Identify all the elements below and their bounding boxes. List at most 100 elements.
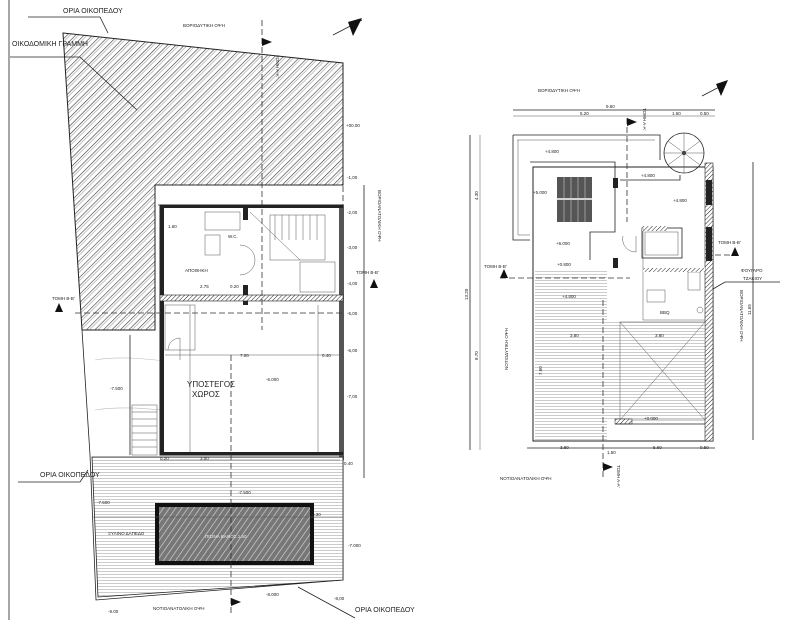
svg-text:-2,00: -2,00 [347, 210, 358, 215]
svg-text:-6.000: -6.000 [266, 377, 279, 382]
svg-text:-7.500: -7.500 [97, 500, 110, 505]
svg-text:8.70: 8.70 [474, 351, 479, 360]
level-markers: -6.000 -7.500 -7.500 -7.500 -7.000 -8.00… [97, 377, 361, 597]
chimney-label: ΦΟΥΓΑΡΟ [741, 268, 763, 273]
level-markers: +4.800 +5.000 +6.000 +4.800 +4.800 +0.80… [533, 149, 687, 421]
svg-text:0.20: 0.20 [230, 284, 239, 289]
door-swing [239, 244, 256, 276]
northwest-view-label: ΒΟΡΙΟΔΥΤΙΚΗ ΟΨΗ [183, 23, 225, 28]
svg-text:1.60: 1.60 [168, 224, 177, 229]
northwest-view-label: ΒΟΡΙΟΔΥΤΙΚΗ ΟΨΗ [538, 88, 580, 93]
section-arrow-icon [603, 463, 613, 471]
svg-text:-3,00: -3,00 [347, 245, 358, 250]
building-footprint [159, 204, 344, 456]
swimming-pool [155, 503, 314, 565]
svg-text:1.60: 1.60 [672, 111, 681, 116]
southeast-view-label: ΝΟΤΙΟΑΝΑΤΟΛΙΚΗ ΟΨΗ [500, 476, 551, 481]
chimney-wall [704, 162, 714, 442]
wall-west [160, 205, 164, 455]
section-arrow-icon [262, 38, 272, 46]
section-arrow-icon [231, 598, 241, 606]
svg-text:5.20: 5.20 [580, 111, 589, 116]
upper-floor-plan: ΒΟΡΙΟΔΥΤΙΚΗ ΟΨΗ ΤΟΜΗ Α-Α' ΤΟΜΗ Α-Α' ΤΟΜΗ… [464, 80, 780, 488]
section-arrow-icon [55, 303, 63, 312]
svg-text:3.80: 3.80 [570, 333, 579, 338]
svg-text:0.50: 0.50 [700, 111, 709, 116]
section-arrow-icon [627, 118, 637, 126]
wall-south [160, 452, 343, 455]
deck [535, 270, 607, 440]
plot-limits-label: ΟΡΙΑ ΟΙΚΟΠΕΔΟΥ [40, 472, 100, 479]
northeast-view-label: ΒΟΡΙΟΑΝΑΤΟΛΙΚΗ ΟΨΗ [377, 190, 382, 241]
ground-floor-plan: ΟΡΙΑ ΟΙΚΟΠΕΔΟΥ ΟΙΚΟΔΟΜΙΚΗ ΓΡΑΜΜΗ ΒΟΡΙΟΔΥ… [10, 8, 415, 619]
svg-text:+00.00: +00.00 [346, 123, 360, 128]
svg-text:+4.800: +4.800 [641, 173, 655, 178]
section-aa-label: ΤΟΜΗ Α-Α' [275, 55, 280, 78]
dimension-labels: 1.60 2.75 0.20 7.00 0.40 3.00 0.20 0.30 … [160, 224, 353, 517]
bbq-label: BBQ [660, 310, 670, 315]
building-outline [154, 184, 344, 206]
svg-text:0.30: 0.30 [312, 512, 321, 517]
staircase [249, 211, 326, 261]
svg-text:4.30: 4.30 [474, 191, 479, 200]
spiral-staircase [663, 132, 705, 174]
north-arrow-icon [332, 18, 363, 36]
svg-text:-7.000: -7.000 [348, 543, 361, 548]
svg-text:-8,00: -8,00 [334, 596, 345, 601]
svg-text:+0.800: +0.800 [557, 262, 571, 267]
section-arrow-icon [370, 279, 378, 288]
svg-text:-7.500: -7.500 [110, 386, 123, 391]
northeast-view-label: ΒΟΡΙΟΑΝΑΤΟΛΙΚΗ ΟΨΗ [739, 290, 744, 341]
svg-text:3.80: 3.80 [560, 445, 569, 450]
covered-space-label: ΧΩΡΟΣ [192, 390, 220, 399]
svg-text:+4.800: +4.800 [545, 149, 559, 154]
svg-text:9.60: 9.60 [606, 104, 615, 109]
section-aa-label: ΤΟΜΗ Α-Α' [616, 465, 621, 488]
svg-text:13.20: 13.20 [464, 288, 469, 300]
svg-text:-7.500: -7.500 [238, 490, 251, 495]
svg-text:+4.800: +4.800 [562, 294, 576, 299]
southwest-view-label: ΝΟΤΙΟΔΥΤΙΚΗ ΟΨΗ [504, 328, 509, 370]
svg-text:0.40: 0.40 [344, 461, 353, 466]
chimney-label: ΤΖΑΚΙΟΥ [743, 276, 762, 281]
svg-text:0.20: 0.20 [160, 456, 169, 461]
covered-space-label: ΥΠΟΣΤΕΓΟΣ [187, 380, 235, 389]
north-arrow-icon [701, 80, 728, 97]
section-bb-label: ΤΟΜΗ Β-Β' [356, 270, 379, 275]
svg-text:-7,00: -7,00 [347, 394, 358, 399]
svg-text:7.60: 7.60 [538, 366, 543, 375]
svg-text:-4,00: -4,00 [347, 281, 358, 286]
wc-label: W.C. [228, 234, 238, 239]
plot-limits-label: ΟΡΙΑ ΟΙΚΟΠΕΔΟΥ [355, 607, 415, 614]
door-swing [622, 235, 637, 253]
wooden-floor-label: ΞΥΛΙΝΟ ΔΑΠΕΔΟ [108, 531, 145, 536]
southeast-view-label: ΝΟΤΙΟΑΝΑΤΟΛΙΚΗ ΟΨΗ [153, 606, 204, 611]
svg-text:5.60: 5.60 [653, 445, 662, 450]
svg-text:0.40: 0.40 [322, 353, 331, 358]
section-arrow-icon [731, 247, 739, 256]
roof-terrace [513, 134, 661, 160]
contour-level-labels: +00.00 -1,00 -2,00 -3,00 -4,00 -5,00 -6,… [108, 123, 360, 614]
wall-east [339, 205, 344, 460]
svg-text:3.80: 3.80 [655, 333, 664, 338]
section-bb-label: ΤΟΜΗ Β-Β' [52, 296, 75, 301]
wall-north [160, 205, 343, 208]
section-bb-label: ΤΟΜΗ Β-Β' [718, 240, 741, 245]
svg-text:-1,00: -1,00 [347, 175, 358, 180]
svg-text:-5,00: -5,00 [347, 311, 358, 316]
svg-text:-8.000: -8.000 [266, 592, 279, 597]
skylight [557, 177, 592, 222]
level: +4.800 [673, 198, 687, 203]
storage-label: ΑΠΟΘΗΚΗ [185, 268, 208, 273]
svg-text:0.50: 0.50 [700, 445, 709, 450]
svg-text:+0.000: +0.000 [644, 416, 658, 421]
pool-label: ΠΙΣΙΝΑ ΒΑΘΟΣ 1.50 [205, 534, 247, 539]
svg-text:1.50: 1.50 [607, 450, 616, 455]
building-line-label: ΟΙΚΟΔΟΜΙΚΗ ΓΡΑΜΜΗ [12, 41, 88, 48]
section-arrow-icon [500, 269, 508, 278]
svg-text:-9.00: -9.00 [108, 609, 119, 614]
internal-wall [159, 294, 344, 302]
void-opening [619, 321, 706, 421]
svg-text:2.75: 2.75 [200, 284, 209, 289]
